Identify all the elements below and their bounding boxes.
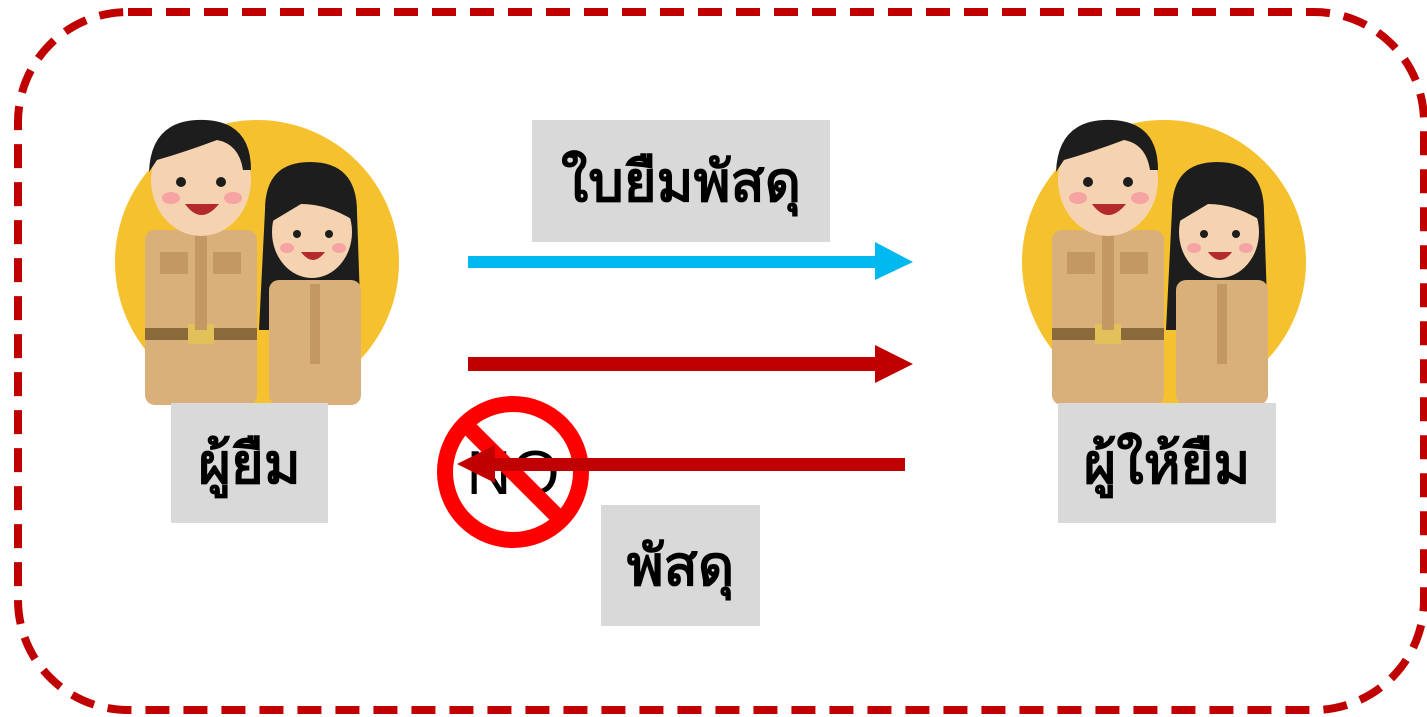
supplies-return-arrow (457, 445, 905, 483)
form-label: ใบยืมพัสดุ (532, 120, 830, 242)
lender-illustration (1022, 119, 1306, 405)
supplies-label: พัสดุ (601, 505, 760, 626)
borrower-label: ผู้ยืม (171, 403, 328, 523)
lender-label: ผู้ให้ยืม (1058, 403, 1276, 523)
officials-pair-icon (115, 119, 399, 405)
borrower-illustration (115, 119, 399, 405)
form-arrow (468, 242, 913, 280)
supplies-forward-arrow (468, 345, 913, 383)
officials-pair-icon (1022, 119, 1306, 405)
